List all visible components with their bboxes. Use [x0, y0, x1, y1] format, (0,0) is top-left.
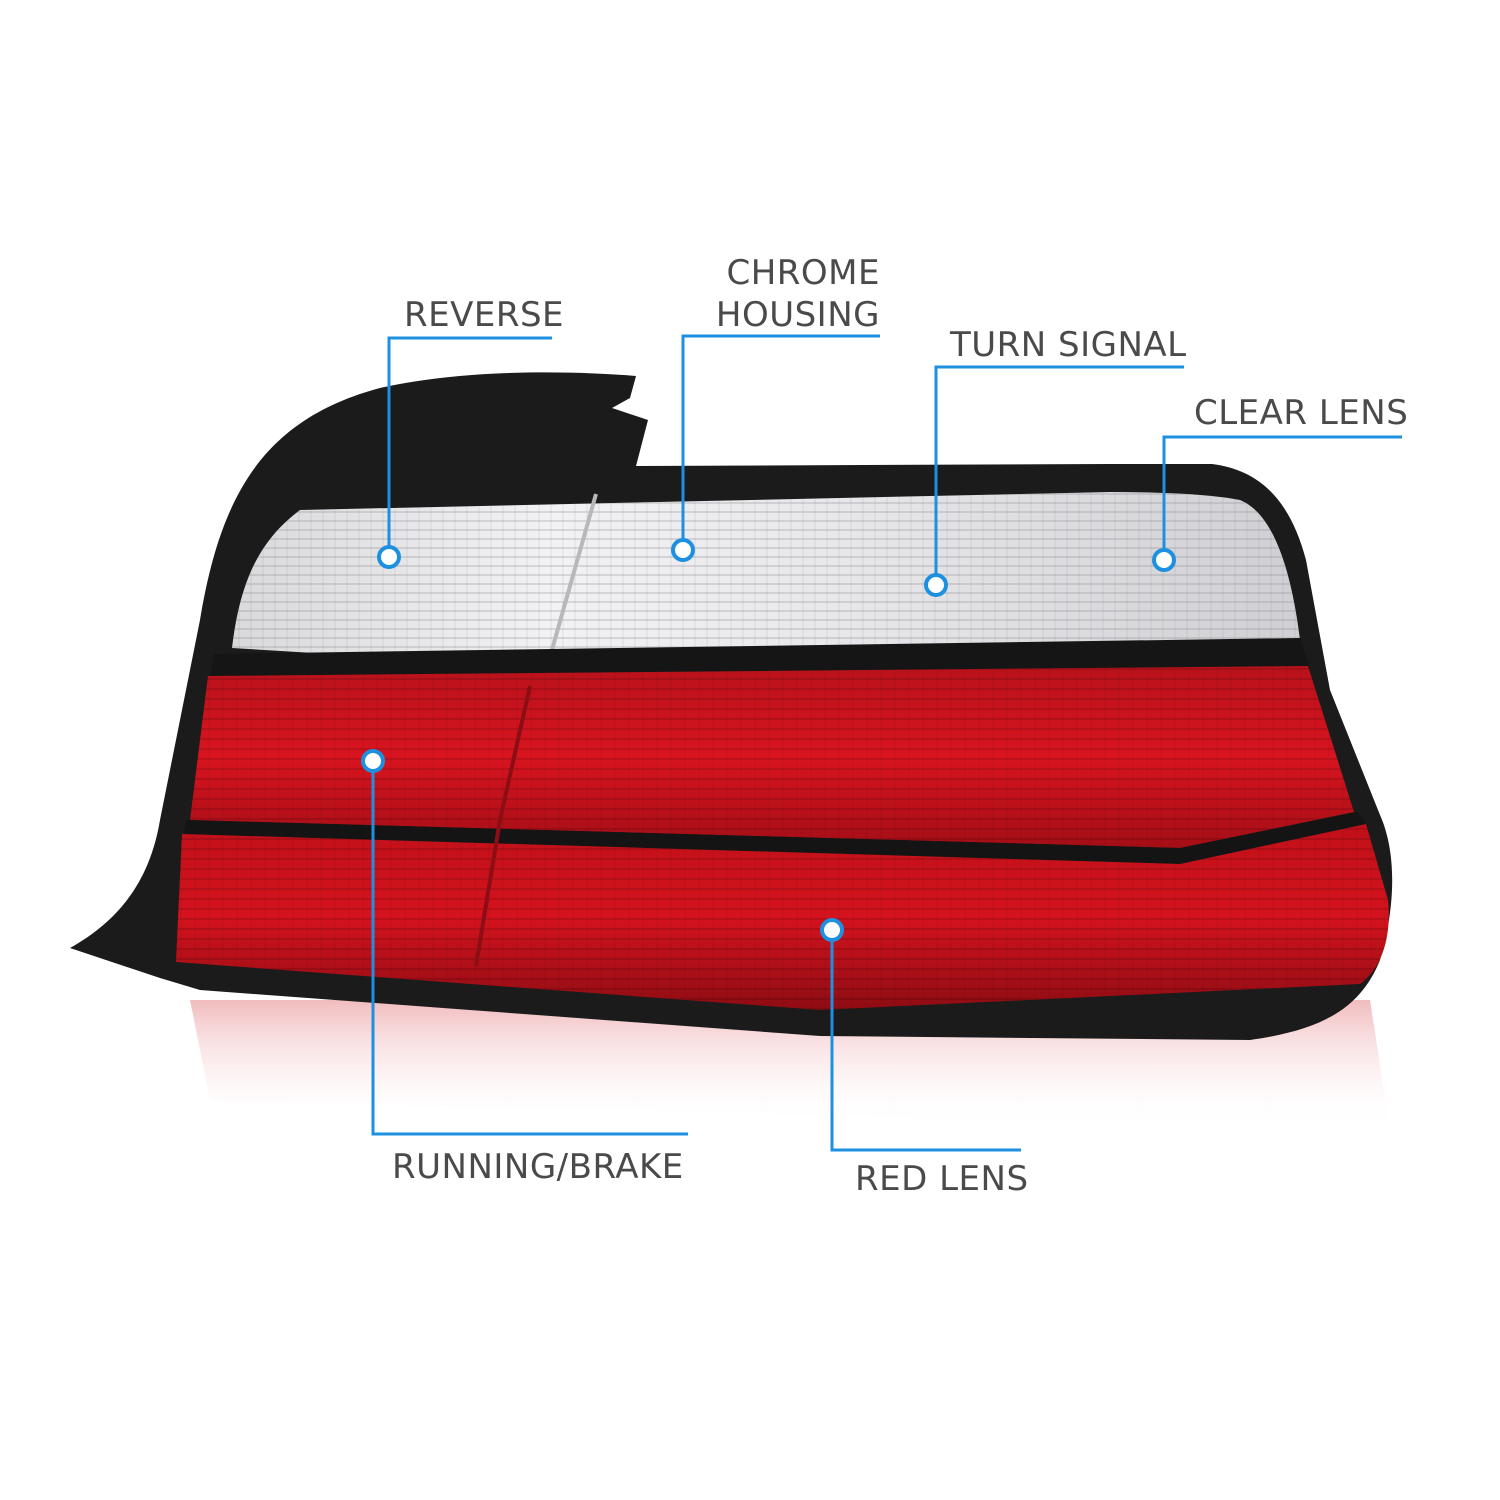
callout-dot-red-lens	[820, 918, 844, 942]
callout-label-running-brake: RUNNING/BRAKE	[392, 1147, 684, 1187]
callout-dot-running-brake	[361, 749, 385, 773]
callout-line-running-brake	[371, 761, 688, 1136]
callout-label-reverse: REVERSE	[404, 295, 565, 335]
callout-dot-clear-lens	[1152, 548, 1176, 572]
callout-line-reverse	[387, 336, 552, 557]
callout-label-chrome-line2: HOUSING	[715, 295, 880, 335]
callout-dot-turn-signal	[924, 573, 948, 597]
callout-dot-chrome-housing	[671, 538, 695, 562]
callout-label-chrome-line1: CHROME	[726, 253, 880, 293]
callout-lines	[371, 334, 1402, 1152]
callout-line-turn-signal	[934, 365, 1184, 585]
callout-line-red-lens	[830, 930, 1021, 1152]
callout-dots	[361, 538, 1176, 942]
callout-line-chrome-housing	[681, 334, 880, 550]
callout-dot-reverse	[377, 545, 401, 569]
callout-line-clear-lens	[1162, 435, 1402, 560]
callout-label-turn-signal: TURN SIGNAL	[950, 325, 1187, 365]
callout-label-clear-lens: CLEAR LENS	[1194, 393, 1409, 433]
callout-label-chrome-housing: CHROME HOUSING	[716, 252, 880, 336]
callout-label-red-lens: RED LENS	[855, 1159, 1029, 1199]
